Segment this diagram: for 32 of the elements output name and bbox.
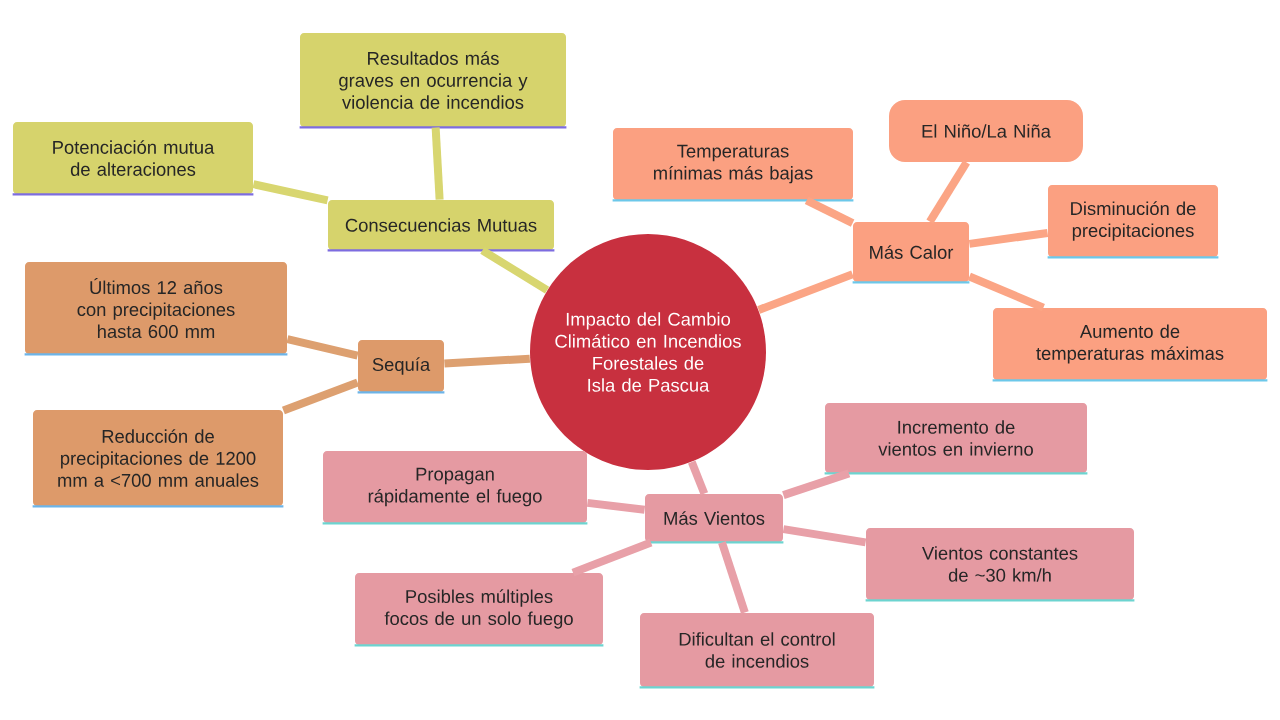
topic-box: Vientos constantes de ~30 km/h	[865, 528, 1135, 602]
connector-line	[282, 378, 359, 415]
topic-box: Sequía	[357, 340, 445, 394]
connector-line	[586, 498, 646, 514]
topic-box: Temperaturas mínimas más bajas	[612, 128, 854, 202]
topic-box: Incremento de vientos en invierno	[824, 403, 1088, 475]
connector-line	[480, 247, 550, 294]
topic-box: Resultados más graves en ocurrencia y violencia de incendios	[299, 33, 567, 129]
connector-line	[571, 538, 653, 577]
topic-box: Dificultan el control de incendios	[639, 613, 875, 689]
topic-box: Propagan rápidamente el fuego	[322, 451, 588, 525]
connector-line	[444, 354, 531, 368]
topic-box: Consecuencias Mutuas	[327, 200, 555, 252]
topic-pill: El Niño/La Niña	[889, 100, 1083, 162]
topic-box: Potenciación mutua de alteraciones	[12, 122, 254, 196]
connector-line	[757, 270, 855, 314]
topic-box: Aumento de temperaturas máximas	[992, 308, 1268, 382]
connector-line	[926, 160, 970, 224]
connector-line	[252, 180, 329, 205]
connector-line	[286, 335, 359, 360]
topic-box: Más Vientos	[644, 494, 784, 544]
connector-line	[968, 228, 1049, 248]
topic-box: Disminución de precipitaciones	[1047, 185, 1219, 259]
topic-box: Posibles múltiples focos de un solo fuego	[354, 573, 604, 647]
connector-line	[804, 196, 855, 227]
connector-line	[718, 541, 749, 614]
topic-box: Más Calor	[852, 222, 970, 284]
connector-line	[782, 469, 851, 499]
topic-box: Últimos 12 años con precipitaciones hasta 600 mm	[24, 262, 288, 356]
topic-box: Reducción de precipitaciones de 1200 mm a <700 mm anuales	[32, 410, 284, 508]
connector-line	[688, 460, 709, 496]
connector-line	[782, 525, 867, 547]
